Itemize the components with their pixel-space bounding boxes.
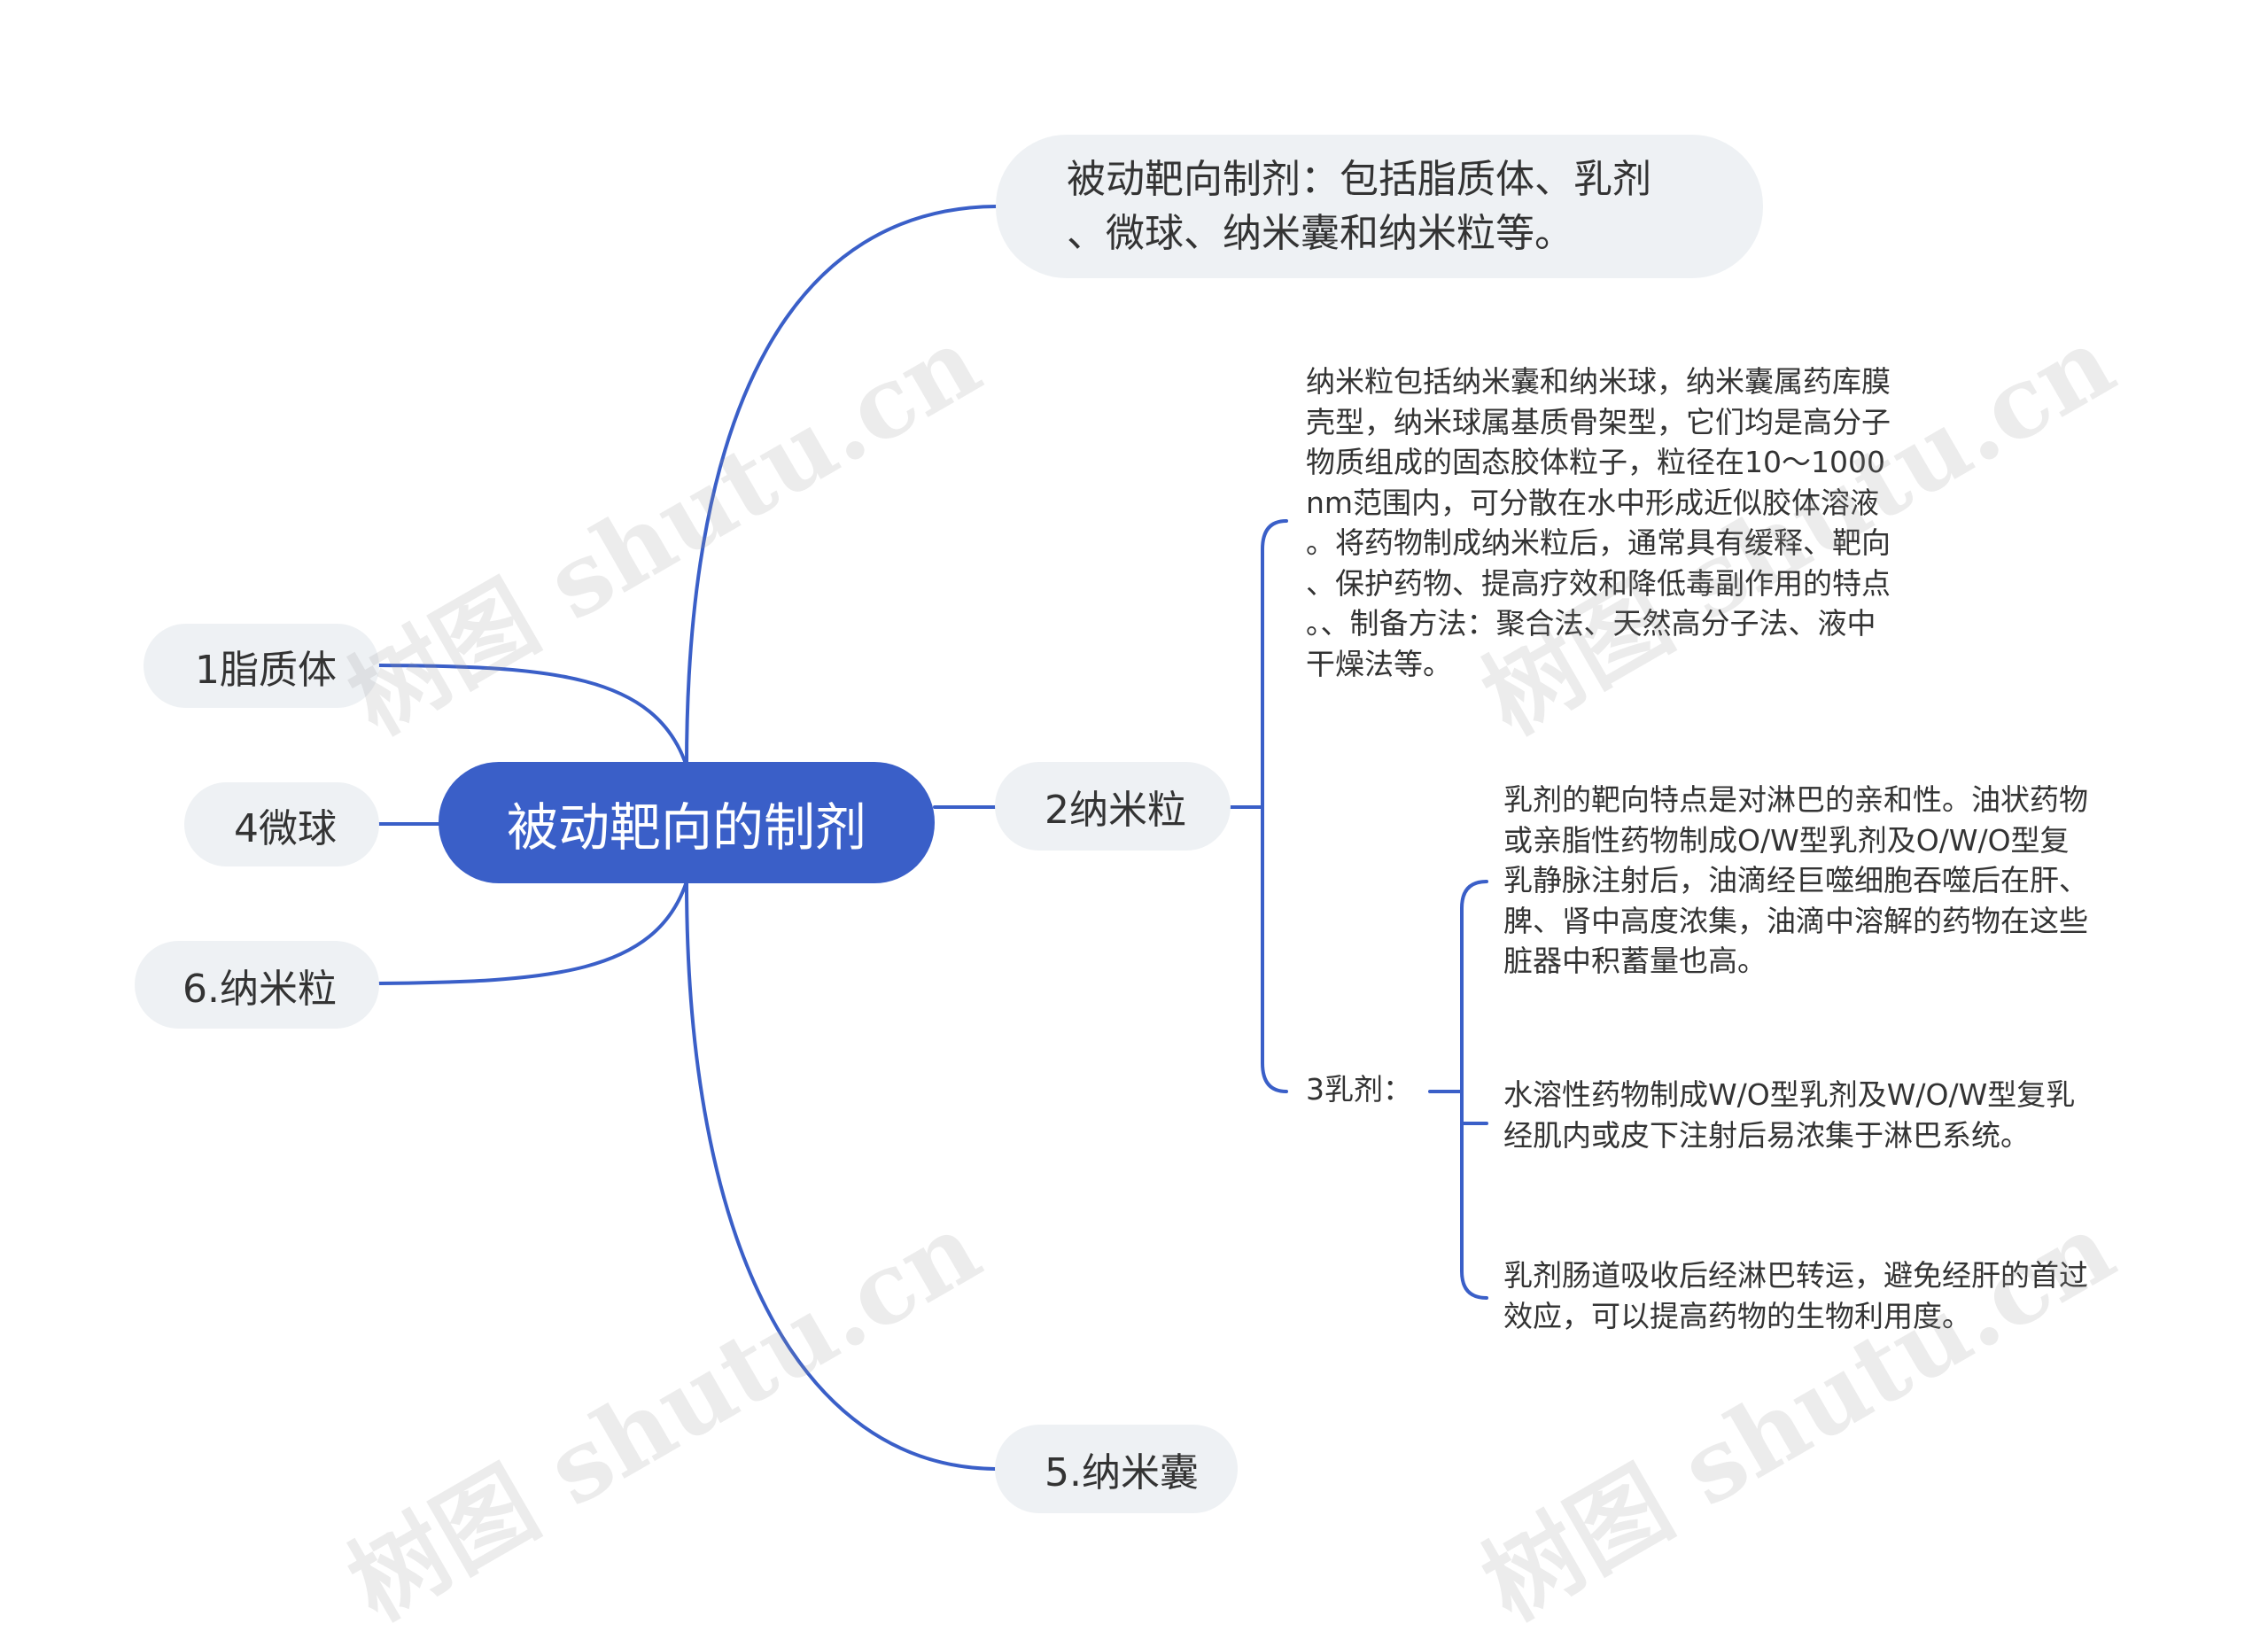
emulsion-item-1[interactable]: 乳剂的靶向特点是对淋巴的亲和性。油状药物 或亲脂性药物制成O/W型乳剂及O/W/…: [1503, 780, 2088, 982]
connector-root-nanoparticle6: [377, 880, 688, 985]
connector-root-nanocapsule: [685, 880, 997, 1471]
branch-nanoparticle-6[interactable]: 6.纳米粒: [135, 941, 379, 1029]
branch-nanocapsule-label: 5.纳米囊: [1045, 1450, 1199, 1496]
nanoparticle-detail-line: 、保护药物、提高疗效和降低毒副作用的特点: [1306, 565, 1891, 601]
nanoparticle-detail-line: nm范围内，可分散在水中形成近似胶体溶液: [1306, 485, 1880, 520]
emulsion-item-line: 乳剂肠道吸收后经淋巴转运，避免经肝的首过: [1503, 1258, 2088, 1293]
root-label: 被动靶向的制剂: [506, 796, 866, 858]
nanoparticle-detail-line: 壳型，纳米球属基质骨架型，它们均是高分子: [1306, 404, 1891, 439]
branch-nanoparticle-2[interactable]: 2纳米粒: [995, 762, 1231, 851]
branch-liposome[interactable]: 1脂质体: [144, 624, 379, 708]
passive-line: 、微球、纳米囊和纳米粒等。: [1067, 211, 1573, 256]
nanoparticle-detail-line: 。将药物制成纳米粒后，通常具有缓释、靶向: [1306, 525, 1891, 560]
branch-microsphere[interactable]: 4微球: [184, 782, 379, 866]
nanoparticle-detail-line: 。、制备方法：聚合法、天然高分子法、液中: [1306, 606, 1876, 641]
emulsion-item-line: 效应，可以提高药物的生物利用度。: [1503, 1298, 1971, 1333]
emulsion-item-line: 乳剂的靶向特点是对淋巴的亲和性。油状药物: [1503, 782, 2088, 817]
nanoparticle-detail-line: 物质组成的固态胶体粒子，粒径在10～1000: [1306, 445, 1885, 479]
emulsion-item-2[interactable]: 水溶性药物制成W/O型乳剂及W/O/W型复乳 经肌内或皮下注射后易浓集于淋巴系统…: [1503, 1075, 2075, 1155]
nanoparticle-detail-line: 纳米粒包括纳米囊和纳米球，纳米囊属药库膜: [1306, 364, 1891, 399]
emulsion-item-line: 脏器中积蓄量也高。: [1503, 944, 1767, 978]
emulsion-node[interactable]: 3乳剂：: [1306, 1069, 1412, 1110]
branch-nanocapsule[interactable]: 5.纳米囊: [995, 1425, 1238, 1513]
emulsion-item-line: 经肌内或皮下注射后易浓集于淋巴系统。: [1503, 1117, 2030, 1153]
emulsion-label: 3乳剂：: [1306, 1072, 1412, 1107]
connector-nanoparticle2-bracket: [1261, 519, 1288, 1093]
connector-root-passive: [685, 205, 998, 768]
emulsion-item-line: 或亲脂性药物制成O/W型乳剂及O/W/O型复: [1503, 822, 2070, 858]
emulsion-item-line: 脾、肾中高度浓集，油滴中溶解的药物在这些: [1503, 903, 2088, 938]
emulsion-item-3[interactable]: 乳剂肠道吸收后经淋巴转运，避免经肝的首过 效应，可以提高药物的生物利用度。: [1503, 1255, 2088, 1336]
passive-line: 被动靶向制剂：包括脂质体、乳剂: [1067, 157, 1651, 202]
nanoparticle-detail[interactable]: 纳米粒包括纳米囊和纳米球，纳米囊属药库膜 壳型，纳米球属基质骨架型，它们均是高分…: [1306, 361, 1891, 684]
nanoparticle-detail-line: 干燥法等。: [1306, 646, 1452, 681]
connector-emulsion-bracket: [1460, 880, 1488, 1300]
branch-nanoparticle-2-label: 2纳米粒: [1045, 788, 1186, 833]
connector-root-liposome: [377, 664, 688, 768]
branch-passive-text: 被动靶向制剂：包括脂质体、乳剂 、微球、纳米囊和纳米粒等。: [1067, 152, 1651, 260]
branch-liposome-label: 1脂质体: [195, 647, 337, 693]
branch-nanoparticle-6-label: 6.纳米粒: [183, 966, 337, 1012]
branch-passive-targeting[interactable]: 被动靶向制剂：包括脂质体、乳剂 、微球、纳米囊和纳米粒等。: [996, 135, 1763, 278]
emulsion-item-line: 水溶性药物制成W/O型乳剂及W/O/W型复乳: [1503, 1077, 2076, 1112]
root-node[interactable]: 被动靶向的制剂: [439, 762, 935, 883]
emulsion-item-line: 乳静脉注射后，油滴经巨噬细胞吞噬后在肝、: [1503, 863, 2088, 897]
branch-microsphere-label: 4微球: [234, 805, 337, 851]
